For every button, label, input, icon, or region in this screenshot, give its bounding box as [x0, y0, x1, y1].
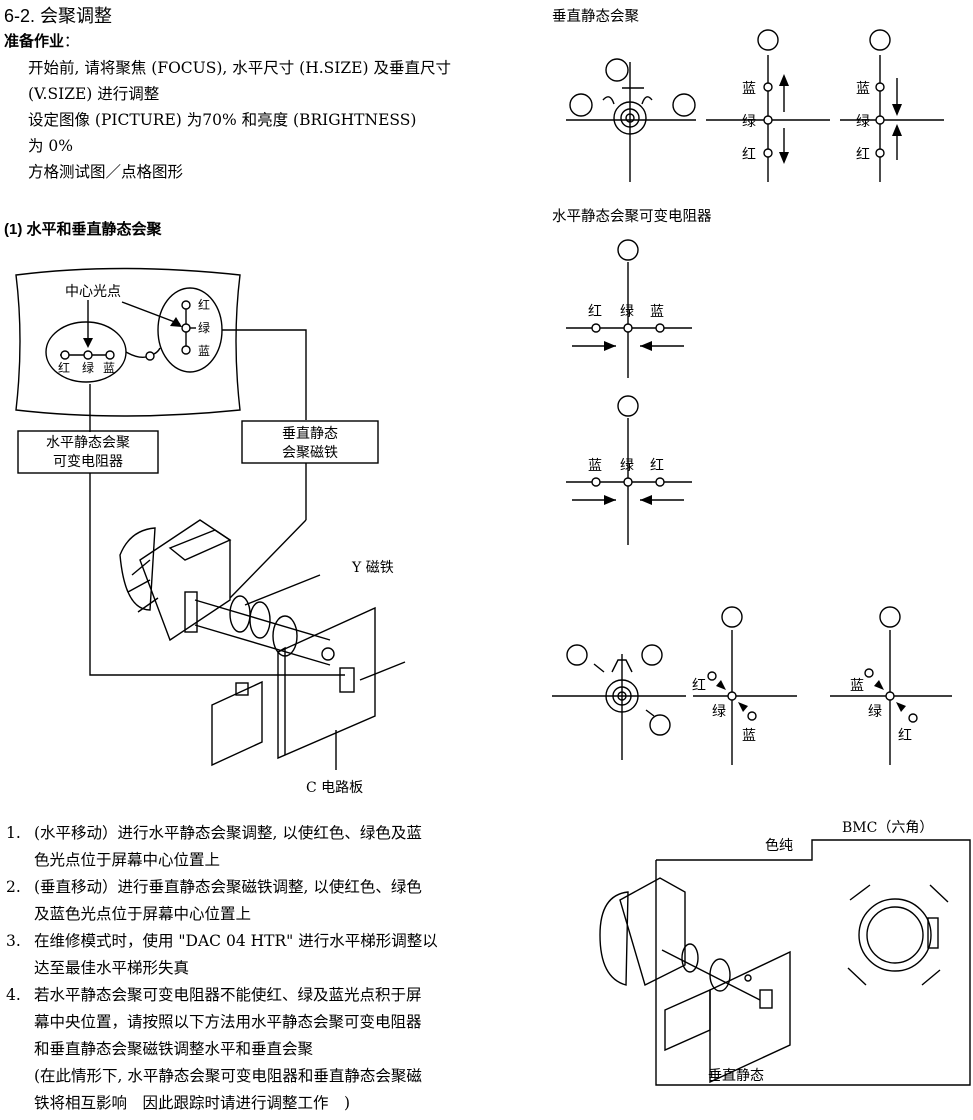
prep-title: 准备作业： — [4, 30, 79, 51]
step-text: 色光点位于屏幕中心位置上 — [34, 851, 221, 869]
step-text: 铁将相互影响 因此跟踪时请进行调整工作 ) — [34, 1094, 351, 1112]
dot-label-green: 绿 — [198, 320, 210, 335]
h1-label: 绿 — [620, 304, 634, 320]
prep-line: 设定图像 (PICTURE) 为70% 和亮度 (BRIGHTNESS) — [28, 111, 417, 129]
v2-green-label: 绿 — [856, 114, 870, 130]
list-item: 3. 在维修模式时，使用 "DAC 04 HTR" 进行水平梯形调整以达至最佳水… — [6, 928, 496, 982]
step-text: 达至最佳水平梯形失真 — [34, 959, 190, 977]
c-board — [277, 606, 376, 760]
step-number: 2. — [6, 878, 21, 896]
v2-red-label: 红 — [856, 147, 870, 163]
step-text: 和垂直静态会聚磁铁调整水平和垂直会聚 — [34, 1040, 314, 1058]
page-title: 6-2. 会聚调整 — [4, 6, 113, 26]
step-number: 1. — [6, 824, 21, 842]
c-board-label: C 电路板 — [306, 780, 363, 796]
prep-instructions: 开始前, 请将聚焦 (FOCUS), 水平尺寸 (H.SIZE) 及垂直尺寸 (… — [28, 55, 498, 185]
vertical-static-label: 垂直静态 — [708, 1067, 764, 1084]
center-spot-label: 中心光点 — [65, 284, 121, 300]
v1-blue-label: 蓝 — [742, 81, 756, 97]
prep-line: 方格测试图／点格图形 — [28, 163, 184, 181]
step-text: 在维修模式时，使用 "DAC 04 HTR" 进行水平梯形调整以 — [34, 932, 438, 950]
d1-blue-label: 蓝 — [742, 728, 756, 744]
v-magnet-label: 会聚磁铁 — [282, 445, 338, 461]
horizontal-vr-title: 水平静态会聚可变电阻器 — [552, 209, 712, 225]
step-text: 及蓝色光点位于屏幕中心位置上 — [34, 905, 252, 923]
step-text: (水平移动）进行水平静态会聚调整, 以使红色、绿色及蓝 — [34, 824, 422, 842]
step-number: 3. — [6, 932, 21, 950]
purity-label: 色纯 — [765, 837, 793, 854]
section-title: (1) 水平和垂直静态会聚 — [4, 221, 162, 238]
step-text: 幕中央位置，请按照以下方法用水平静态会聚可变电阻器 — [34, 1013, 422, 1031]
y-magnet-label: Y 磁铁 — [351, 560, 394, 576]
step-text: (垂直移动）进行垂直静态会聚磁铁调整, 以使红色、绿色 — [34, 878, 422, 896]
right-diagrams: 蓝 绿 红 蓝 绿 红 红 绿 蓝 蓝 绿 红 红 绿 蓝 蓝 绿 红 BMC（… — [552, 29, 971, 1086]
d2-red-label: 红 — [898, 728, 912, 744]
bmc-label: BMC（六角） — [842, 820, 933, 836]
step-number: 4. — [6, 986, 21, 1004]
prep-line: 为 0% — [28, 137, 74, 155]
list-item: 4. 若水平静态会聚可变电阻器不能使红、绿及蓝光点积于屏幕中央位置，请按照以下方… — [6, 982, 496, 1117]
list-item: 2. (垂直移动）进行垂直静态会聚磁铁调整, 以使红色、绿色及蓝色光点位于屏幕中… — [6, 874, 496, 928]
v1-green-label: 绿 — [742, 114, 756, 130]
main-convergence-diagram: 中心光点 红 绿 蓝 红 绿 蓝 水平静态会聚 可变电阻器 垂直静态 会聚磁铁 … — [15, 267, 406, 796]
v2-blue-label: 蓝 — [856, 81, 870, 97]
dot-label-blue: 蓝 — [198, 344, 210, 358]
step-text: 若水平静态会聚可变电阻器不能使红、绿及蓝光点积于屏 — [34, 986, 422, 1004]
dot-label-green: 绿 — [82, 360, 94, 375]
prep-line: 开始前, 请将聚焦 (FOCUS), 水平尺寸 (H.SIZE) 及垂直尺寸 — [28, 59, 451, 77]
h-vr-box — [17, 430, 159, 474]
h2-label: 绿 — [620, 458, 634, 474]
h1-label: 红 — [588, 304, 602, 320]
prep-line: (V.SIZE) 进行调整 — [28, 85, 160, 103]
h2-label: 蓝 — [588, 458, 602, 474]
vertical-static-title: 垂直静态会聚 — [552, 9, 639, 25]
d1-green-label: 绿 — [712, 704, 726, 720]
d1-red-label: 红 — [692, 678, 706, 694]
dot-label-blue: 蓝 — [103, 361, 115, 375]
h-vr-label: 水平静态会聚 — [46, 435, 130, 451]
v-magnet-box — [241, 420, 379, 464]
d2-green-label: 绿 — [868, 704, 882, 720]
dot-label-red: 红 — [198, 297, 210, 312]
h-vr-label: 可变电阻器 — [53, 454, 123, 470]
screen-outline — [15, 267, 241, 417]
prep-title-colon: ： — [64, 33, 80, 50]
d2-blue-label: 蓝 — [850, 678, 864, 694]
step-text: (在此情形下, 水平静态会聚可变电阻器和垂直静态会聚磁 — [34, 1067, 422, 1085]
v1-red-label: 红 — [742, 147, 756, 163]
list-item: 1. (水平移动）进行水平静态会聚调整, 以使红色、绿色及蓝色光点位于屏幕中心位… — [6, 820, 496, 874]
v-magnet-label: 垂直静态 — [282, 425, 338, 442]
h2-label: 红 — [650, 458, 664, 474]
h1-label: 蓝 — [650, 304, 664, 320]
prep-title-text: 准备作业 — [4, 33, 65, 50]
dot-label-red: 红 — [58, 360, 70, 375]
steps-list: 1. (水平移动）进行水平静态会聚调整, 以使红色、绿色及蓝色光点位于屏幕中心位… — [6, 820, 496, 1117]
